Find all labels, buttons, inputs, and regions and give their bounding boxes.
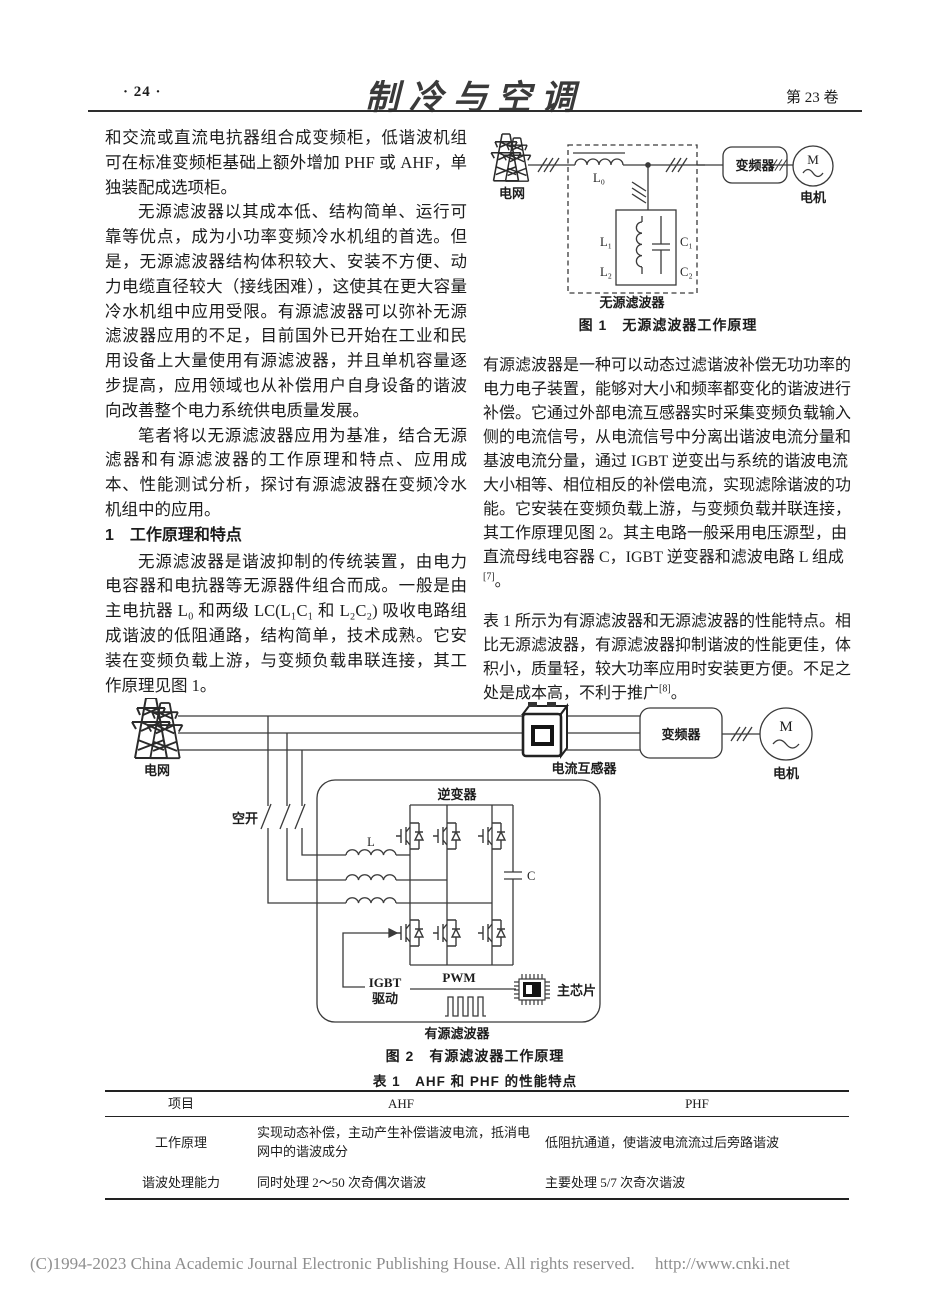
paragraph: 表 1 所示为有源滤波器和无源滤波器的性能特点。相比无源滤波器，有源滤波器抑制谐… xyxy=(483,607,853,700)
cnki-url: http://www.cnki.net xyxy=(655,1254,790,1273)
inverter-label: 逆变器 xyxy=(437,787,477,802)
right-column: 电网 L₀ L₁ L₂ C₁ C₂ 无源滤波器 变频器 M 电机 图 1 无源滤… xyxy=(483,126,853,700)
table-cell: 谐波处理能力 xyxy=(105,1167,257,1200)
table-cell: 主要处理 5/7 次奇次谐波 xyxy=(545,1167,849,1200)
main-chip-icon xyxy=(514,974,550,1005)
ct-label: 电流互感器 xyxy=(551,761,617,776)
figure2-diagram: 电网 空开 电流互感器 变频器 M 电机 逆变器 L C IGBT 驱动 PWM… xyxy=(131,698,813,1041)
motor-m-label: M xyxy=(779,719,792,735)
figure1-caption: 图 1 无源滤波器工作原理 xyxy=(578,317,758,333)
paragraph: 无源滤波器以其成本低、结构简单、运行可靠等优点，成为小功率变频冷水机组的首选。但… xyxy=(105,202,467,420)
table-row: 工作原理 实现动态补偿，主动产生补偿谐波电流，抵消电网中的谐波成分 低阻抗通道，… xyxy=(105,1117,849,1168)
breaker-label: 空开 xyxy=(232,811,258,826)
reference-7: [7] xyxy=(483,571,495,583)
igbt-drive-label: IGBT xyxy=(369,975,402,990)
three-phase-marks-icon xyxy=(631,181,647,204)
igbt-drive-label2: 驱动 xyxy=(372,991,398,1006)
section-number: 1 xyxy=(105,526,114,544)
column-header: AHF xyxy=(257,1090,545,1117)
column-header: 项目 xyxy=(105,1090,257,1117)
paragraph-text: 。 xyxy=(494,573,511,590)
header-rule xyxy=(88,110,862,112)
l2-label: L₂ xyxy=(600,265,612,279)
c1-label: C₁ xyxy=(680,235,693,249)
reference-8: [8] xyxy=(659,683,671,695)
table-cell: 低阻抗通道，使谐波电流流过后旁路谐波 xyxy=(545,1134,780,1150)
inductor-label: L xyxy=(367,835,375,849)
active-filter-label: 有源滤波器 xyxy=(424,1026,490,1041)
volume-label: 第 23 卷 xyxy=(786,90,839,106)
table-cell: 同时处理 2～50 次奇偶次谐波 xyxy=(257,1167,545,1200)
paragraph: 无源滤波器是谐波抑制的传统装置，由电力电容器和电抗器等无源器件组合而成。一般是由… xyxy=(105,551,467,695)
l1-label: L₁ xyxy=(600,235,612,249)
vfd-label: 变频器 xyxy=(661,727,701,742)
capacitor-label: C xyxy=(527,869,535,883)
motor-m-label: M xyxy=(807,152,819,167)
table1: 项目 AHF PHF 工作原理 实现动态补偿，主动产生补偿谐波电流，抵消电网中的… xyxy=(105,1090,849,1200)
copyright-footer: (C)1994-2023 China Academic Journal Elec… xyxy=(30,1254,790,1274)
paragraph-text: 。 xyxy=(670,685,687,700)
table-cell: 实现动态补偿，主动产生补偿谐波电流，抵消电网中的谐波成分 xyxy=(257,1125,531,1159)
figure1-diagram: 电网 L₀ L₁ L₂ C₁ C₂ 无源滤波器 变频器 M 电机 xyxy=(490,133,834,310)
passive-filter-label: 无源滤波器 xyxy=(598,295,665,310)
page-number: · 24 · xyxy=(123,84,162,100)
power-tower-icon xyxy=(490,133,522,182)
pwm-label: PWM xyxy=(442,970,475,985)
motor-label: 电机 xyxy=(800,190,826,205)
column-header: PHF xyxy=(545,1090,849,1117)
paragraph: 笔者将以无源滤波器应用为基准，结合无源滤器和有源滤波器的工作原理和特点、应用成本… xyxy=(105,425,467,519)
table-header-row: 项目 AHF PHF xyxy=(105,1090,849,1117)
left-column: 和交流或直流电抗器组合成变频柜，低谐波机组可在标准变频柜基础上额外增加 PHF … xyxy=(105,126,467,700)
table-cell: 工作原理 xyxy=(154,1134,207,1150)
section-title: 工作原理和特点 xyxy=(129,526,242,544)
motor-label: 电机 xyxy=(773,766,799,781)
chip-label: 主芯片 xyxy=(557,983,596,998)
current-transformer-icon xyxy=(521,702,569,759)
section-heading: 1 工作原理和特点 xyxy=(105,524,467,549)
grid-label: 电网 xyxy=(144,763,170,778)
vfd-label: 变频器 xyxy=(735,158,775,173)
grid-label: 电网 xyxy=(499,186,525,201)
paragraph: 有源滤波器是一种可以动态过滤谐波补偿无功功率的电力电子装置，能够对大小和频率都变… xyxy=(483,351,853,591)
figure2-caption: 图 2 有源滤波器工作原理 xyxy=(385,1048,565,1064)
table-row: 谐波处理能力 同时处理 2～50 次奇偶次谐波 主要处理 5/7 次奇次谐波 xyxy=(105,1167,849,1200)
copyright-text: (C)1994-2023 China Academic Journal Elec… xyxy=(30,1254,635,1273)
paragraph: 和交流或直流电抗器组合成变频柜，低谐波机组可在标准变频柜基础上额外增加 PHF … xyxy=(105,128,467,197)
table1-title: 表 1 AHF 和 PHF 的性能特点 xyxy=(372,1074,578,1089)
l0-label: L₀ xyxy=(593,171,605,185)
c2-label: C₂ xyxy=(680,265,693,279)
paragraph-text: 表 1 所示为有源滤波器和无源滤波器的性能特点。相比无源滤波器，有源滤波器抑制谐… xyxy=(483,613,852,700)
paragraph-text: 有源滤波器是一种可以动态过滤谐波补偿无功功率的电力电子装置，能够对大小和频率都变… xyxy=(483,357,852,566)
